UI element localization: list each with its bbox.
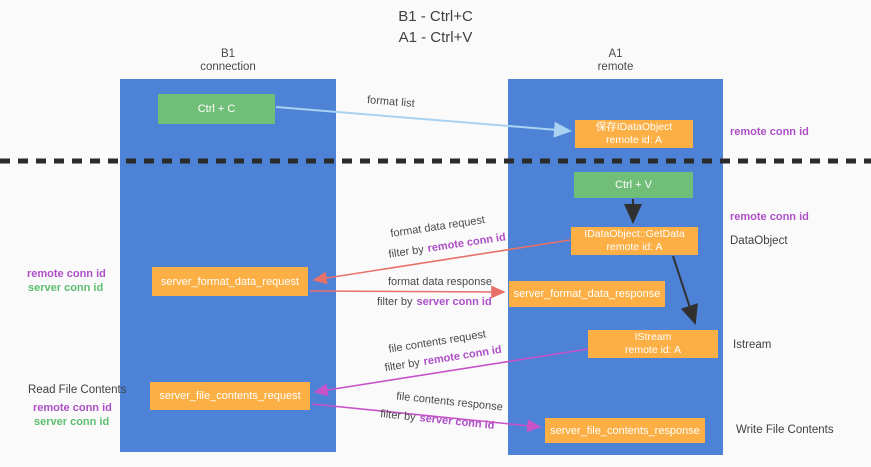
node-istream-remote-id: remote id: A — [624, 344, 682, 356]
annotation-dataobject: DataObject — [730, 235, 788, 247]
diagram-title: B1 - Ctrl+C A1 - Ctrl+V — [0, 6, 871, 48]
node-getdata-title: IDataObject::GetData — [584, 228, 685, 240]
node-idataobject-getdata: IDataObject::GetData remote id: A — [571, 227, 698, 255]
remote-conn-id-accent: remote conn id — [426, 231, 507, 255]
node-getdata-remote-id: remote id: A — [606, 241, 663, 253]
node-ctrl-c: Ctrl + C — [158, 94, 275, 124]
lane-a1-role: remote — [597, 61, 634, 73]
annotation-write-file-contents: Write File Contents — [736, 424, 834, 436]
annotation-istream: Istream — [733, 339, 772, 351]
node-server-file-contents-request-label: server_file_contents_request — [159, 390, 301, 402]
annotation-remote-conn-id-bottom-left: remote conn id — [33, 402, 112, 414]
lane-b1-name: B1 — [220, 48, 236, 60]
annotation-server-conn-id-bottom-left: server conn id — [34, 416, 110, 428]
node-server-format-data-response: server_format_data_response — [509, 281, 665, 307]
node-server-file-contents-response: server_file_contents_response — [545, 418, 705, 443]
lane-header-a1: A1 remote — [508, 48, 723, 74]
node-server-format-data-response-label: server_format_data_response — [513, 288, 661, 300]
title-line-1: B1 - Ctrl+C — [398, 8, 473, 25]
label-format-data-response: format data response — [388, 276, 492, 288]
node-istream-title: IStream — [634, 331, 672, 343]
arrow-format-data-response — [309, 285, 506, 299]
annotation-remote-conn-id-mid-right: remote conn id — [730, 211, 809, 223]
node-saved-dataobject-remote-id: remote id: A — [605, 134, 663, 146]
node-server-file-contents-response-label: server_file_contents_response — [550, 424, 700, 437]
annotation-read-file-contents: Read File Contents — [28, 384, 127, 396]
lane-header-b1: B1 connection — [120, 48, 336, 74]
node-ctrl-c-label: Ctrl + C — [197, 103, 236, 115]
node-ctrl-v: Ctrl + V — [574, 172, 693, 198]
node-saved-dataobject: 保存IDataObject remote id: A — [575, 120, 693, 148]
node-server-format-data-request-label: server_format_data_request — [160, 275, 300, 288]
node-istream: IStream remote id: A — [588, 330, 718, 358]
filter-by-text: filter by — [387, 243, 425, 261]
filter-by-text: filter by — [383, 356, 421, 375]
annotation-remote-conn-id-mid-left: remote conn id — [27, 268, 106, 280]
node-ctrl-v-label: Ctrl + V — [615, 179, 652, 191]
filter-by-text: filter by — [377, 296, 413, 308]
lane-b1-role: connection — [200, 61, 256, 73]
server-conn-id-accent: server conn id — [418, 412, 495, 432]
server-conn-id-accent: server conn id — [416, 296, 492, 308]
label-format-list: format list — [366, 94, 416, 110]
node-server-format-data-request: server_format_data_request — [152, 267, 308, 296]
filter-by-text: filter by — [379, 408, 417, 424]
annotation-server-conn-id-mid-left: server conn id — [28, 282, 104, 294]
annotation-remote-conn-id-top-right: remote conn id — [730, 126, 809, 138]
node-server-file-contents-request: server_file_contents_request — [150, 382, 310, 410]
label-file-contents-response: file contents response — [395, 390, 504, 414]
title-line-2: A1 - Ctrl+V — [398, 29, 473, 46]
node-saved-dataobject-title: 保存IDataObject — [595, 121, 673, 133]
lane-a1-name: A1 — [608, 48, 623, 60]
